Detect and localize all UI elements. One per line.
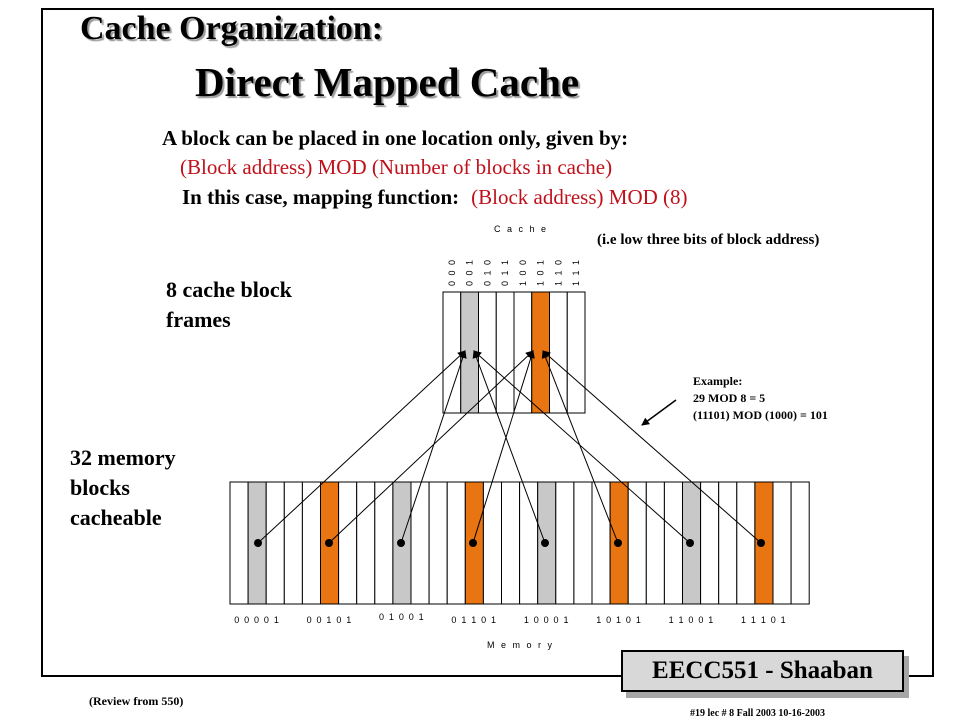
mapping-arrow	[400, 350, 467, 544]
mapping-arrows	[254, 350, 765, 547]
placement-rule: A block can be placed in one location on…	[162, 126, 629, 150]
memory-block	[501, 481, 521, 605]
memory-block-dot	[686, 539, 694, 547]
mapping-arrow	[473, 350, 691, 544]
cache-index-label: 1 0 1	[536, 258, 546, 286]
mapping-arrow	[328, 350, 534, 544]
cache-frames-caption: 8 cache block frames	[166, 275, 292, 335]
memory-block	[446, 481, 466, 605]
slide-frame	[41, 8, 934, 677]
memory-block	[283, 481, 303, 605]
memory-block-dot	[614, 539, 622, 547]
cache-block-101	[531, 291, 550, 414]
memory-block	[573, 481, 593, 605]
memory-blocks-caption: 32 memory blocks cacheable	[70, 443, 176, 533]
cache-index-label: 0 0 0	[447, 258, 457, 286]
memory-address-label: 0 1 1 0 1	[451, 615, 497, 625]
slide-footer: #19 lec # 8 Fall 2003 10-16-2003	[690, 708, 825, 719]
memory-block	[428, 481, 448, 605]
cache-block-110	[549, 291, 568, 414]
cache-blocks	[442, 291, 586, 414]
memory-address-label: 0 0 0 0 1	[234, 615, 280, 625]
cache-index-label: 0 1 1	[500, 258, 510, 286]
cache-index-label: 0 1 0	[482, 258, 492, 286]
memory-block	[772, 481, 792, 605]
cache-frames-caption-line-1: 8 cache block	[166, 277, 292, 302]
example-line-1: 29 MOD 8 = 5	[693, 391, 766, 405]
low-bits-note: (i.e low three bits of block address)	[597, 232, 820, 248]
memory-block	[700, 481, 720, 605]
memory-blocks	[229, 481, 810, 605]
mapping-arrow	[257, 350, 466, 544]
cache-block-011	[495, 291, 515, 414]
mapping-arrow	[541, 350, 619, 544]
memory-block	[627, 481, 647, 605]
mapping-function-line: In this case, mapping function: (Block ad…	[182, 185, 688, 210]
memory-block	[301, 481, 321, 605]
memory-address-label: 0 1 0 0 1	[379, 612, 425, 622]
example-line-2: (11101) MOD (1000) = 101	[693, 408, 828, 422]
memory-address-label: 1 1 1 0 1	[741, 615, 787, 625]
cache-block-000	[442, 291, 462, 414]
mapping-formula-general: (Block address) MOD (Number of blocks in…	[180, 155, 613, 179]
memory-block-dot	[397, 539, 405, 547]
course-badge: EECC551 - Shaaban	[621, 650, 904, 692]
review-note: (Review from 550)	[89, 694, 184, 708]
title-line-2: Direct Mapped Cache	[195, 59, 580, 105]
memory-block	[338, 481, 358, 605]
cache-index-labels: 0 0 0 0 0 1 0 1 0 0 1 1 1 0 0 1 0 1 1 1 0 1 1 1	[447, 258, 581, 286]
cache-index-label: 1 1 1	[571, 258, 581, 286]
cache-frames-caption-line-2: frames	[166, 307, 231, 332]
mapping-formula-specific: (Block address) MOD (8)	[471, 185, 688, 209]
mapping-arrow	[472, 350, 546, 544]
memory-block-dot	[541, 539, 549, 547]
cache-block-010	[478, 291, 497, 414]
mapping-arrow	[542, 350, 762, 544]
memory-block	[718, 481, 738, 605]
memory-label: M e m o r y	[487, 640, 555, 650]
cache-index-label: 0 0 1	[465, 258, 475, 286]
memory-address-label: 1 0 0 0 1	[524, 615, 570, 625]
memory-block	[663, 481, 684, 605]
memory-block	[265, 481, 285, 605]
cache-index-label: 1 1 0	[553, 258, 563, 286]
cache-label: C a c h e	[494, 224, 549, 234]
memory-caption-line-2: blocks	[70, 475, 130, 500]
memory-block	[736, 481, 756, 605]
memory-block-dot	[254, 539, 262, 547]
memory-block-dot	[325, 539, 333, 547]
example-heading: Example:	[693, 374, 743, 388]
memory-address-label: 0 0 1 0 1	[307, 615, 353, 625]
memory-block	[555, 481, 575, 605]
mapping-arrow	[472, 350, 535, 544]
memory-block	[410, 481, 430, 605]
memory-block	[645, 481, 665, 605]
example-pointer-arrow	[641, 399, 677, 426]
example-box: Example: 29 MOD 8 = 5 (11101) MOD (1000)…	[693, 373, 828, 424]
cache-block-111	[566, 291, 586, 414]
memory-caption-line-3: cacheable	[70, 505, 162, 530]
memory-block	[519, 481, 539, 605]
memory-block	[356, 481, 376, 605]
cache-index-label: 1 0 0	[518, 258, 528, 286]
memory-block-dot	[757, 539, 765, 547]
memory-address-label: 1 0 1 0 1	[596, 615, 642, 625]
memory-address-labels: 0 0 0 0 1 0 0 1 0 1 0 1 0 0 1 0 1 1 0 1 1 0 …	[234, 612, 787, 625]
memory-block	[374, 481, 394, 605]
memory-block	[790, 481, 810, 605]
memory-caption-line-1: 32 memory	[70, 445, 176, 470]
title-line-1: Cache Organization:	[80, 10, 384, 47]
mapping-prefix: In this case, mapping function:	[182, 185, 460, 209]
memory-block	[229, 481, 249, 605]
memory-block-dot	[469, 539, 477, 547]
memory-address-label: 1 1 0 0 1	[669, 615, 715, 625]
